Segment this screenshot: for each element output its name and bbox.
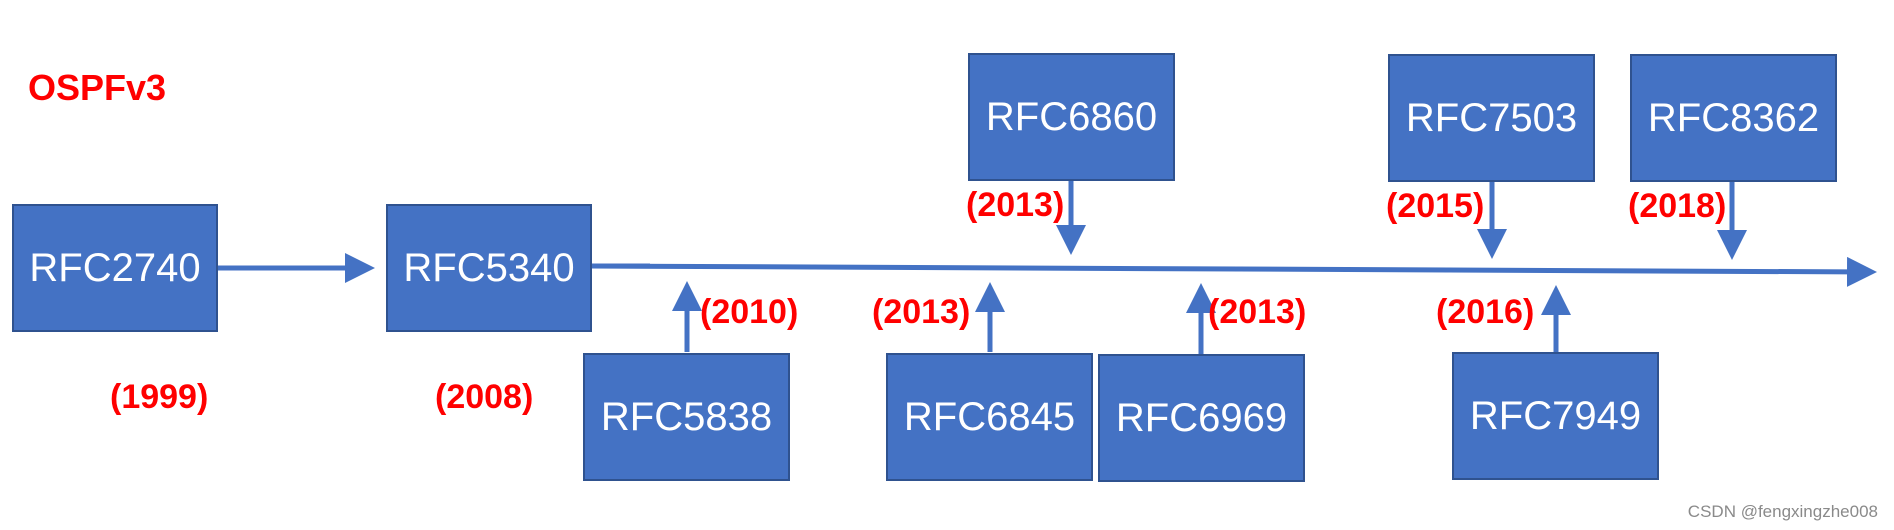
rfc8362-box: RFC8362 xyxy=(1630,54,1837,182)
rfc7503-box: RFC7503 xyxy=(1388,54,1595,182)
timeline-axis-arrow xyxy=(589,256,1877,287)
rfc5838-box: RFC5838 xyxy=(583,353,790,481)
watermark: CSDN @fengxingzhe008 xyxy=(1687,502,1878,521)
rfc6860-year-label: (2013) xyxy=(966,186,1065,224)
rfc5340-box: RFC5340 xyxy=(386,204,592,332)
rfc7949-year-label: (2016) xyxy=(1436,293,1535,331)
rfc2740-year-label: (1999) xyxy=(110,378,209,416)
rfc7503-year-label: (2015) xyxy=(1386,187,1485,225)
diagram-title: OSPFv3 xyxy=(28,67,167,108)
rfc2740-box: RFC2740 xyxy=(12,204,218,332)
rfc5340-year-label: (2008) xyxy=(435,378,534,416)
rfc6969-box: RFC6969 xyxy=(1098,354,1305,482)
rfc6845-box: RFC6845 xyxy=(886,353,1093,481)
rfc8362-year-label: (2018) xyxy=(1628,187,1727,225)
rfc6845-year-label: (2013) xyxy=(872,293,971,331)
rfc6860-box: RFC6860 xyxy=(968,53,1175,181)
rfc5838-year-label: (2010) xyxy=(700,293,799,331)
rfc6969-year-label: (2013) xyxy=(1208,293,1307,331)
rfc7949-box: RFC7949 xyxy=(1452,352,1659,480)
